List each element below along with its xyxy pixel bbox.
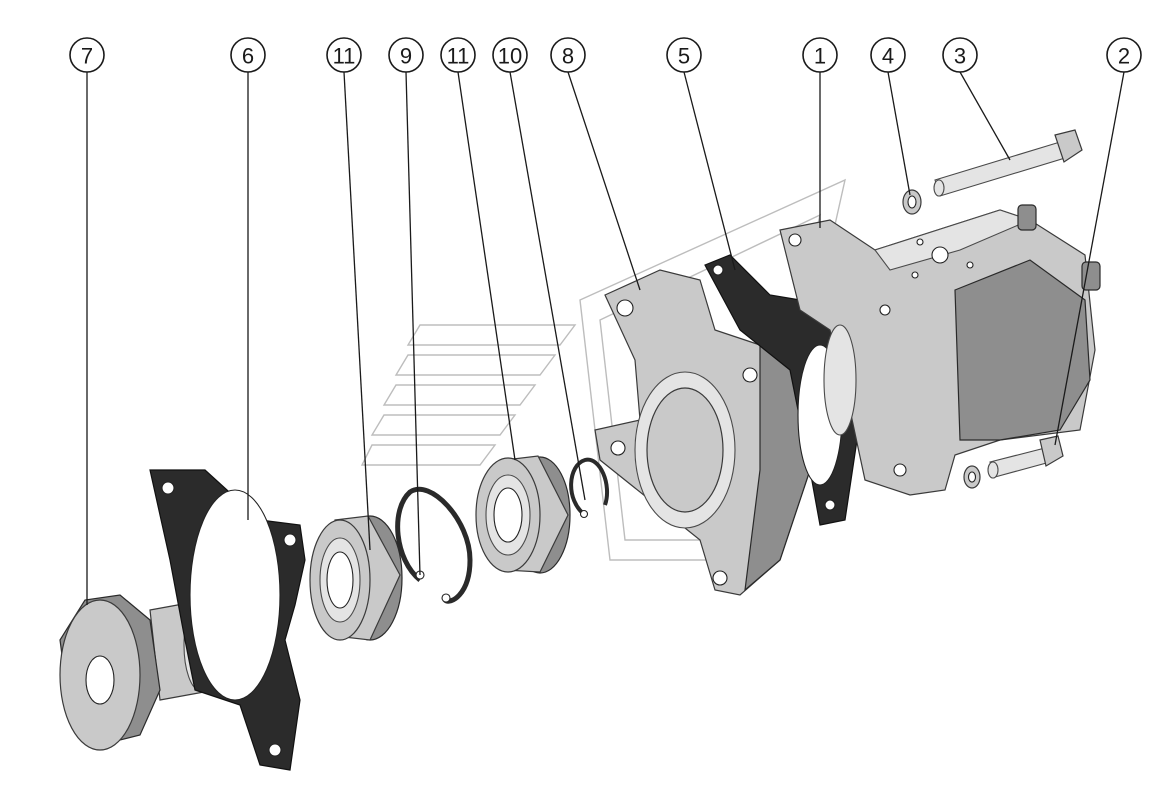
part-1-pump-body bbox=[779, 204, 1101, 496]
leader-2 bbox=[1054, 71, 1125, 446]
callout-10: 10 bbox=[492, 37, 528, 73]
part-3-bolt bbox=[933, 129, 1083, 197]
callout-4: 4 bbox=[870, 37, 906, 73]
leader-3 bbox=[959, 71, 1011, 161]
part-4-washer bbox=[902, 189, 922, 215]
part-10-circlip bbox=[569, 457, 610, 519]
callout-11-left-label: 11 bbox=[333, 44, 356, 69]
callout-3: 3 bbox=[942, 37, 978, 73]
leader-9 bbox=[405, 71, 421, 576]
callout-2-label: 2 bbox=[1118, 44, 1130, 69]
callout-1-label: 1 bbox=[814, 44, 826, 69]
callout-4-label: 4 bbox=[882, 44, 894, 69]
callout-9: 9 bbox=[388, 37, 424, 73]
callout-2: 2 bbox=[1106, 37, 1142, 73]
callout-6: 6 bbox=[230, 37, 266, 73]
part-8-flange-housing bbox=[594, 269, 811, 596]
callout-7-label: 7 bbox=[81, 44, 93, 69]
callouts: 7 6 11 9 11 10 8 5 bbox=[69, 37, 1142, 73]
part-11-bearing-right bbox=[475, 455, 571, 574]
leader-4 bbox=[887, 71, 911, 196]
leader-8 bbox=[567, 71, 641, 291]
callout-5-label: 5 bbox=[678, 44, 690, 69]
leader-11-left bbox=[343, 71, 371, 551]
callout-11-right-label: 11 bbox=[447, 44, 470, 69]
callout-1: 1 bbox=[802, 37, 838, 73]
callout-7: 7 bbox=[69, 37, 105, 73]
callout-11-left: 11 bbox=[326, 37, 362, 73]
callout-6-label: 6 bbox=[242, 44, 254, 69]
leader-10 bbox=[509, 71, 586, 501]
leader-5 bbox=[683, 71, 736, 271]
callout-3-label: 3 bbox=[954, 44, 966, 69]
part-11-bearing-left bbox=[309, 515, 403, 641]
part-2-bolt bbox=[963, 435, 1064, 489]
callout-5: 5 bbox=[666, 37, 702, 73]
callout-8: 8 bbox=[550, 37, 586, 73]
callout-11-right: 11 bbox=[440, 37, 476, 73]
callout-9-label: 9 bbox=[400, 44, 412, 69]
callout-8-label: 8 bbox=[562, 44, 574, 69]
leader-lines bbox=[86, 71, 1125, 605]
part-6-gasket bbox=[149, 469, 306, 771]
callout-10-label: 10 bbox=[498, 44, 522, 69]
part-9-retaining-ring bbox=[395, 486, 473, 604]
leader-11-right bbox=[457, 71, 516, 461]
